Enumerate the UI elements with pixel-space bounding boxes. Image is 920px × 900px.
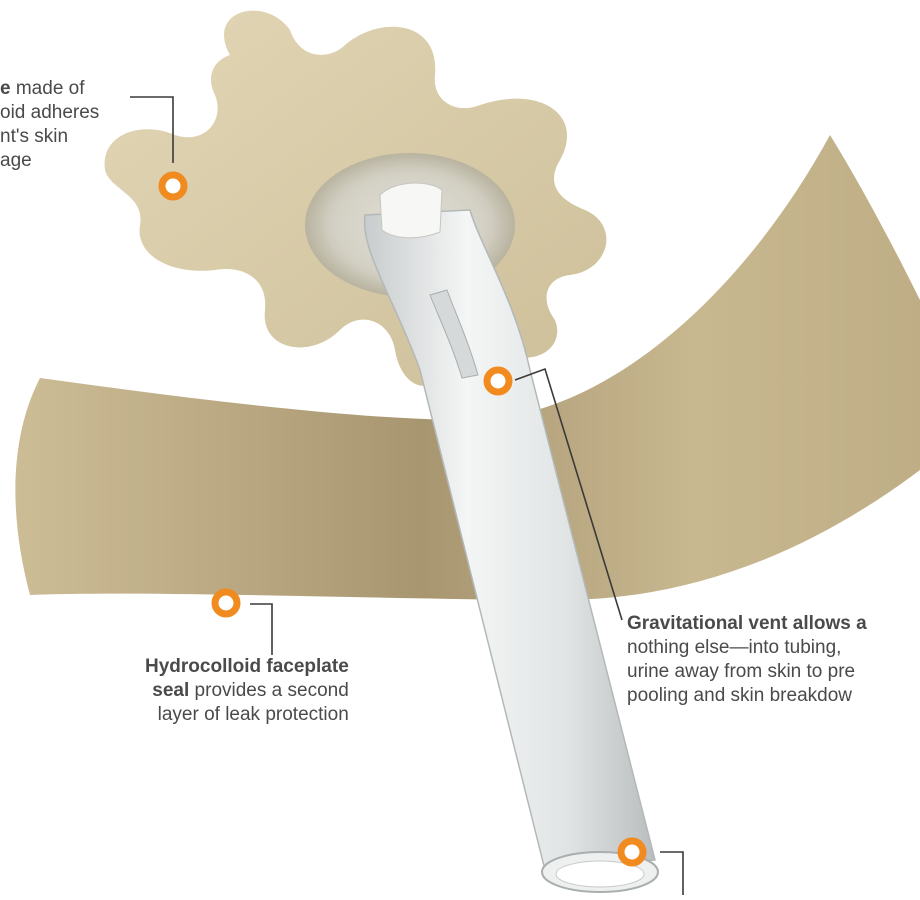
- seal-callout-title: Hydrocolloid faceplate: [145, 656, 349, 677]
- adhesive-callout-line1: made of: [11, 78, 85, 99]
- seal-callout-bold: seal: [152, 680, 189, 701]
- seal-callout-line2: provides a second: [189, 680, 349, 701]
- adhesive-callout-line3: nt's skin: [0, 125, 99, 149]
- vent-callout-line2: nothing else—into tubing,: [627, 636, 867, 660]
- vent-callout-line3: urine away from skin to pre: [627, 660, 867, 684]
- adhesive-callout: e made of oid adheres nt's skin age: [0, 77, 99, 173]
- tube-outlet-marker-icon[interactable]: [621, 841, 643, 863]
- outlet-leader-line: [660, 852, 683, 895]
- nozzle: [380, 183, 442, 238]
- adhesive-callout-line2: oid adheres: [0, 101, 99, 125]
- vent-marker-icon[interactable]: [487, 370, 509, 392]
- adhesive-marker-icon[interactable]: [162, 175, 184, 197]
- vent-callout: Gravitational vent allows a nothing else…: [627, 612, 867, 708]
- adhesive-callout-bold: e: [0, 78, 11, 99]
- vent-callout-line4: pooling and skin breakdow: [627, 684, 867, 708]
- seal-callout-line3: layer of leak protection: [145, 703, 349, 727]
- seal-marker-icon[interactable]: [215, 592, 237, 614]
- seal-leader-line: [250, 604, 272, 655]
- seal-callout: Hydrocolloid faceplate seal provides a s…: [145, 655, 349, 727]
- adhesive-callout-line4: age: [0, 149, 99, 173]
- vent-callout-title: Gravitational vent allows a: [627, 613, 867, 634]
